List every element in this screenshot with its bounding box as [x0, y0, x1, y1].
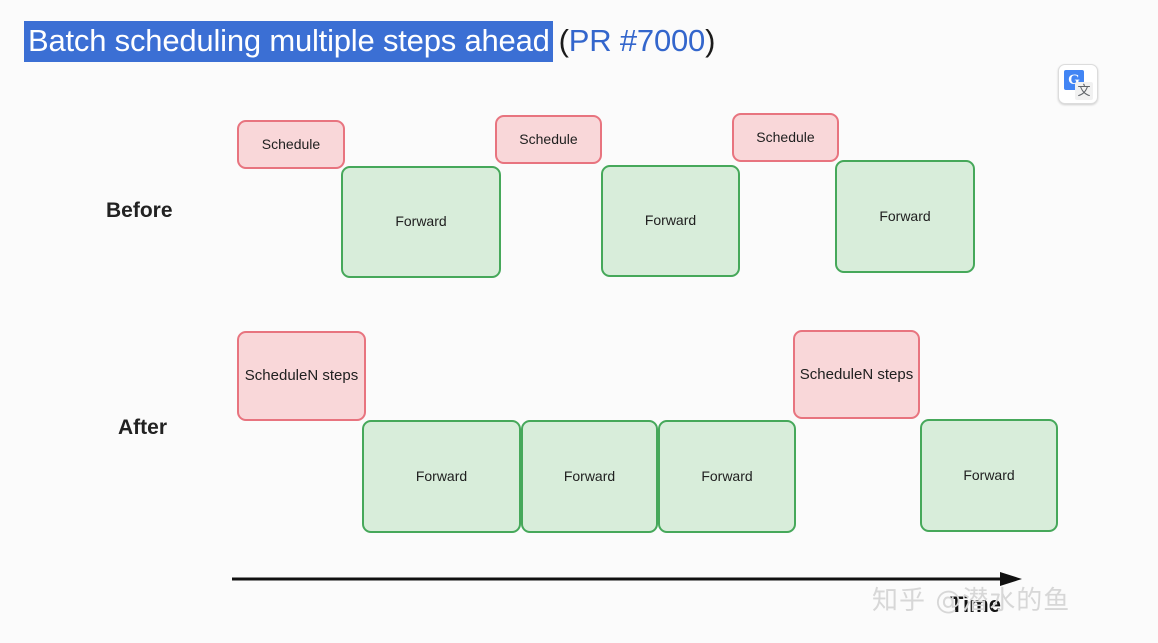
forward-box-after-3: Forward: [658, 420, 796, 533]
box-label-line: Forward: [395, 213, 447, 230]
paren-close: ): [705, 23, 716, 58]
schedule-box-before-2: Schedule: [495, 115, 602, 164]
forward-box-before-2: Forward: [601, 165, 740, 277]
time-axis-label: Time: [950, 592, 1001, 617]
time-axis-arrow: [232, 572, 1022, 586]
watermark: 知乎 @潜水的鱼: [872, 586, 1071, 616]
box-label-line: Forward: [963, 466, 1015, 483]
forward-box-before-3: Forward: [835, 160, 975, 273]
forward-box-after-2: Forward: [521, 420, 658, 533]
translate-cjk-glyph: 文: [1075, 82, 1093, 100]
box-label-line: Schedule: [799, 365, 863, 383]
google-translate-icon[interactable]: G 文: [1058, 64, 1098, 104]
forward-box-after-1: Forward: [362, 420, 521, 533]
box-label-line: Schedule: [519, 130, 578, 147]
box-label-line: Schedule: [756, 128, 815, 145]
forward-box-before-1: Forward: [341, 166, 501, 278]
box-label-line: Forward: [701, 467, 753, 484]
box-label-line: Schedule: [244, 367, 308, 385]
box-label-line: Forward: [415, 467, 468, 484]
schedule-box-before-3: Schedule: [732, 113, 839, 162]
box-label-line: Schedule: [261, 135, 321, 152]
pr-link[interactable]: PR #7000: [568, 23, 706, 58]
row-label-before: Before: [106, 199, 173, 222]
box-label-line: Forward: [644, 212, 697, 229]
box-label-line: N steps: [307, 367, 359, 385]
page-title: Batch scheduling multiple steps ahead(PR…: [24, 19, 715, 63]
forward-box-after-4: Forward: [920, 419, 1058, 532]
box-label-line: N steps: [862, 365, 914, 383]
box-label-line: Forward: [563, 467, 616, 484]
box-label-line: Forward: [879, 207, 931, 224]
row-label-after: After: [118, 416, 168, 439]
schedule-box-before-1: Schedule: [237, 120, 345, 169]
paren-open: (: [558, 23, 569, 58]
page-title-highlighted-text: Batch scheduling multiple steps ahead: [24, 21, 553, 62]
